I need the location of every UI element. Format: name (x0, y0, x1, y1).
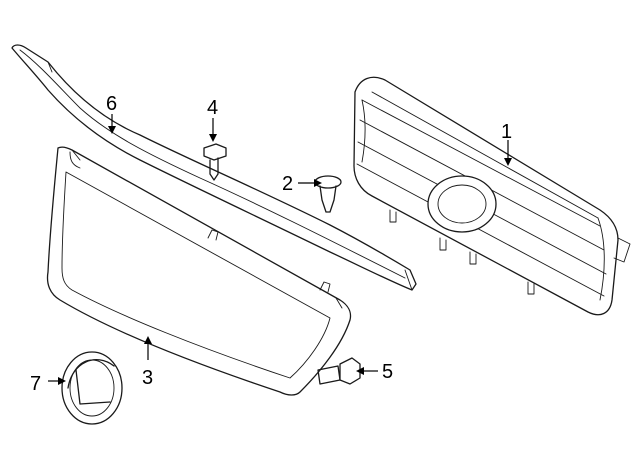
part-4-bolt (203, 143, 227, 181)
callout-6: 6 (106, 93, 117, 115)
part-6-molding (11, 44, 417, 291)
callout-5: 5 (382, 361, 393, 383)
part-5-bolt (317, 357, 361, 385)
part-3-frame (46, 146, 352, 396)
arrowhead-7 (58, 377, 66, 385)
callout-2: 2 (282, 173, 293, 195)
part-2-clip (314, 175, 342, 213)
arrowhead-1 (504, 158, 512, 166)
part-7-emblem (61, 351, 123, 425)
arrowhead-2 (314, 179, 322, 187)
callout-7: 7 (30, 373, 41, 395)
arrowhead-3 (144, 336, 152, 344)
callout-3: 3 (142, 367, 153, 389)
arrowhead-6 (108, 126, 116, 134)
arrowhead-4 (209, 134, 217, 142)
callout-4: 4 (207, 97, 218, 119)
part-1-grille (353, 76, 631, 316)
callout-1: 1 (501, 121, 512, 143)
arrowhead-5 (356, 367, 364, 375)
